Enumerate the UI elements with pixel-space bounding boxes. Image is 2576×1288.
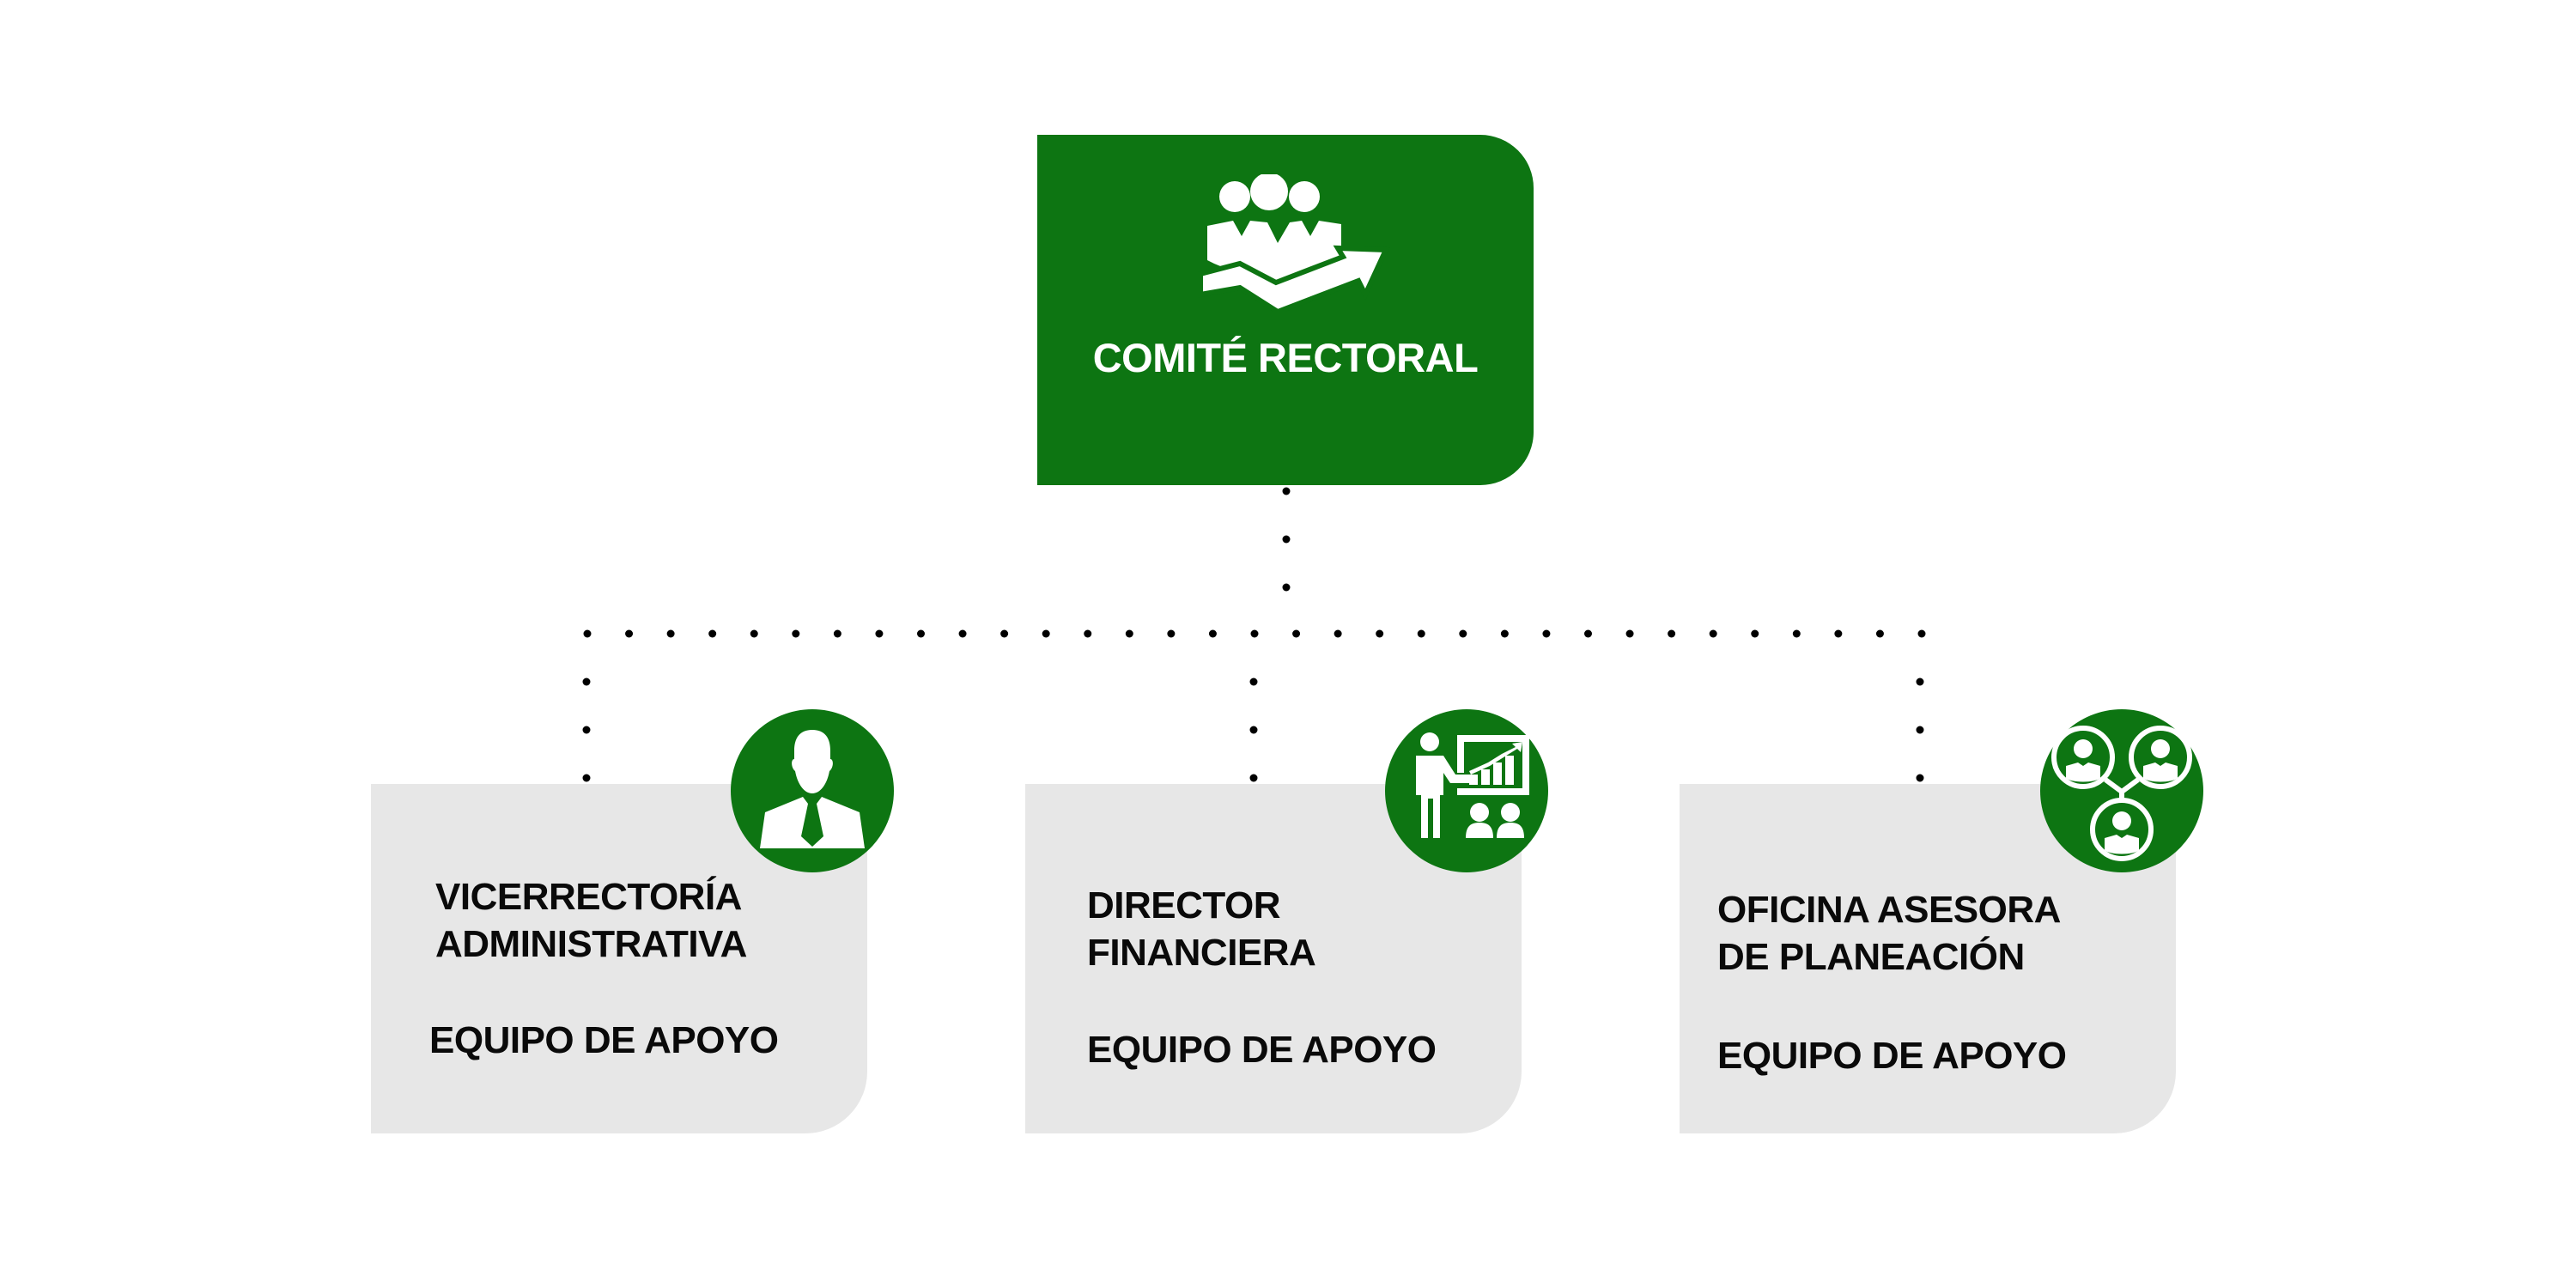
connector-dot-bus xyxy=(1084,629,1092,638)
connector-dot-bus xyxy=(917,629,925,638)
connector-dot-bus xyxy=(1500,629,1509,638)
connector-dot-child-3 xyxy=(1916,774,1924,782)
connector-dot-bus xyxy=(1542,629,1551,638)
connector-dot-child-3 xyxy=(1916,726,1924,734)
connector-dot-bus xyxy=(1709,629,1717,638)
connector-dot-child-2 xyxy=(1249,774,1258,782)
connector-dot-bus xyxy=(1625,629,1634,638)
connector-dot-bus xyxy=(666,629,675,638)
connector-dot-bus xyxy=(1668,629,1676,638)
connector-dot-bus xyxy=(1792,629,1801,638)
connector-dot-bus xyxy=(1459,629,1467,638)
child-team-label: EQUIPO DE APOYO xyxy=(1087,1029,1437,1071)
connector-dot-child-1 xyxy=(582,774,591,782)
businessman-badge xyxy=(731,709,894,872)
connector-dot-bus xyxy=(625,629,634,638)
root-title: COMITÉ RECTORAL xyxy=(1092,335,1479,380)
connector-dot-bus xyxy=(1000,629,1009,638)
connector-dot-bus xyxy=(1125,629,1133,638)
connector-dot-bus xyxy=(1875,629,1884,638)
people-network-icon xyxy=(2051,726,2192,861)
connector-dot-bus xyxy=(1334,629,1342,638)
connector-dot-bus xyxy=(958,629,967,638)
connector-dot-bus xyxy=(583,629,592,638)
connector-dot-child-3 xyxy=(1916,677,1924,686)
connector-dot-bus xyxy=(750,629,758,638)
connector-dot-root xyxy=(1282,535,1291,544)
connector-dot-root xyxy=(1282,583,1291,592)
connector-dot-child-2 xyxy=(1249,726,1258,734)
presentation-badge xyxy=(1385,709,1548,872)
connector-dot-bus xyxy=(1292,629,1301,638)
child-team-label: EQUIPO DE APOYO xyxy=(1717,1035,2067,1077)
child-name-line-2: FINANCIERA xyxy=(1087,932,1316,974)
child-name: DIRECTOR FINANCIERA xyxy=(1087,882,1316,976)
connector-dot-bus xyxy=(875,629,884,638)
connector-dot-bus xyxy=(1417,629,1425,638)
child-team-label: EQUIPO DE APOYO xyxy=(429,1019,779,1061)
connector-dot-bus xyxy=(1208,629,1217,638)
root-node-comite-rectoral: COMITÉ RECTORAL xyxy=(1037,135,1534,485)
child-name-line-1: VICERRECTORÍA xyxy=(435,876,742,918)
connector-dot-child-1 xyxy=(582,726,591,734)
connector-dot-bus xyxy=(833,629,841,638)
connector-dot-bus xyxy=(1167,629,1176,638)
connector-dot-root xyxy=(1282,487,1291,495)
presentation-icon xyxy=(1416,732,1529,838)
connector-dot-bus xyxy=(1584,629,1592,638)
connector-dot-bus xyxy=(1751,629,1759,638)
child-name-line-2: ADMINISTRATIVA xyxy=(435,923,747,965)
child-name-line-2: DE PLANEACIÓN xyxy=(1717,936,2025,978)
connector-dot-bus xyxy=(1917,629,1926,638)
connector-dot-bus xyxy=(1042,629,1050,638)
child-name: OFICINA ASESORA DE PLANEACIÓN xyxy=(1717,886,2061,981)
people-network-badge xyxy=(2040,709,2203,872)
connector-dot-child-1 xyxy=(582,677,591,686)
connector-dot-bus xyxy=(792,629,800,638)
connector-dot-bus xyxy=(1834,629,1843,638)
businessman-icon xyxy=(760,730,865,848)
connector-dot-bus xyxy=(1250,629,1259,638)
team-growth-icon xyxy=(1198,174,1390,312)
connector-dot-child-2 xyxy=(1249,677,1258,686)
child-name-line-1: OFICINA ASESORA xyxy=(1717,889,2061,931)
child-name: VICERRECTORÍA ADMINISTRATIVA xyxy=(435,873,747,968)
connector-dot-bus xyxy=(1376,629,1384,638)
connector-dot-bus xyxy=(708,629,717,638)
child-name-line-1: DIRECTOR xyxy=(1087,884,1280,927)
